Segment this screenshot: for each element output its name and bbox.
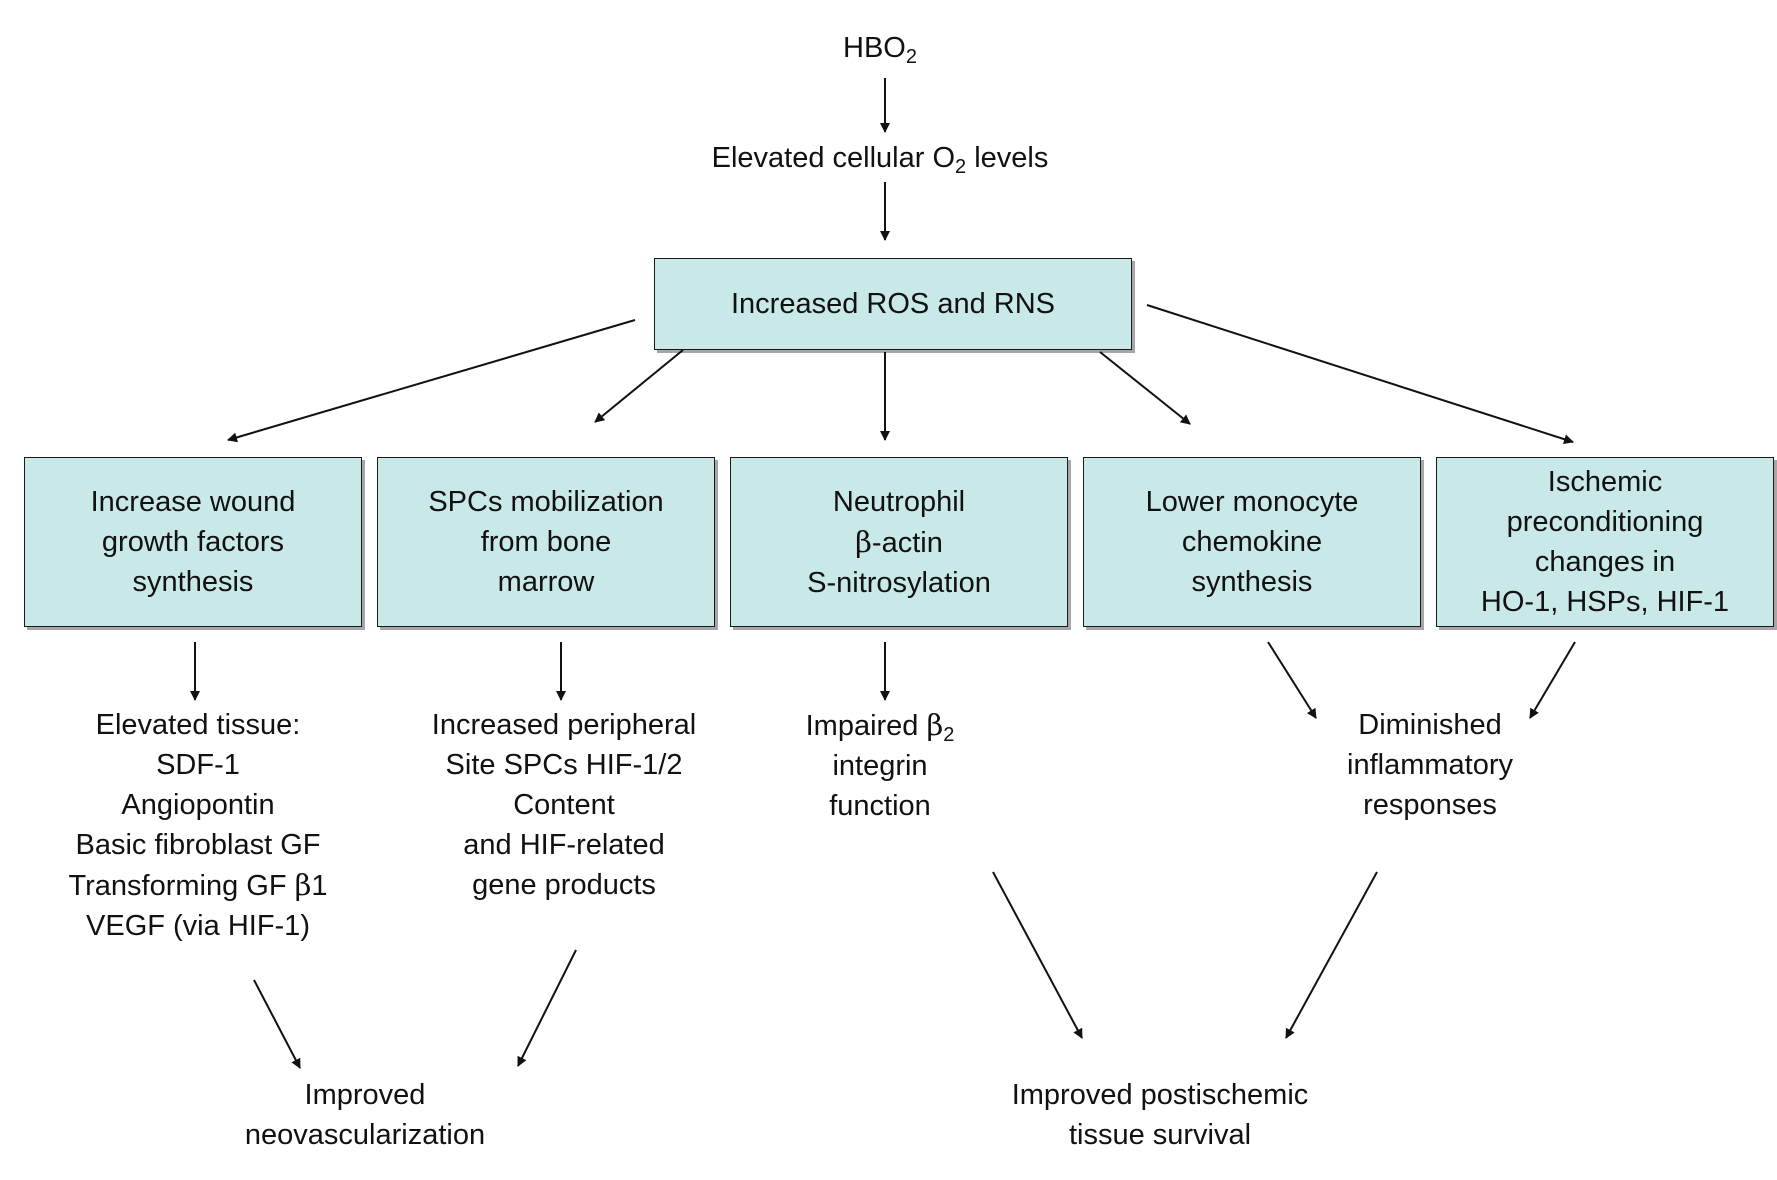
peripheral-spcs-text: Increased peripheral Site SPCs HIF-1/2 C… — [431, 709, 697, 901]
ros-rns-label: Increased ROS and RNS — [731, 288, 1055, 320]
arrow-ros-to-spcs — [594, 349, 684, 423]
ros-rns-box: Increased ROS and RNS — [654, 258, 1132, 350]
tissue-survival-text: Improved postischemic tissue survival — [1011, 1079, 1309, 1151]
arrow-inflammatory-to-survival — [1285, 871, 1378, 1039]
inflammatory-text: Diminished inflammatory responses — [1347, 709, 1513, 821]
neovascularization-text: Improved neovascularization — [244, 1079, 486, 1151]
arrow-ros-to-wound — [227, 319, 636, 443]
neutrophil-box: Neutrophil β-actin S-nitrosylation — [730, 457, 1068, 627]
monocyte-box: Lower monocyte chemokine synthesis — [1083, 457, 1421, 627]
elevated-tissue-text: Elevated tissue: SDF-1 Angiopontin Basic… — [68, 709, 328, 942]
elevated-o2-label: Elevated cellular O2 levels — [711, 142, 1049, 178]
wound-growth-box: Increase wound growth factors synthesis — [24, 457, 362, 627]
spcs-mobilization-box: SPCs mobilization from bone marrow — [377, 457, 715, 627]
arrow-ros-to-ischemic — [1146, 304, 1574, 445]
arrow-ros-to-monocyte — [1099, 351, 1191, 425]
arrow-monocyte-to-inflammatory — [1267, 641, 1317, 719]
ischemic-preconditioning-box: Ischemic preconditioning changes in HO-1… — [1436, 457, 1774, 627]
arrow-integrin-to-survival — [992, 871, 1083, 1039]
arrow-ischemic-to-inflammatory — [1529, 641, 1576, 719]
hbo2-label: HBO2 — [843, 32, 917, 68]
arrow-tissue-to-neovascularization — [253, 979, 301, 1069]
integrin-text: Impaired β2 integrin function — [805, 708, 955, 822]
arrow-peripheral-to-neovascularization — [517, 949, 577, 1067]
